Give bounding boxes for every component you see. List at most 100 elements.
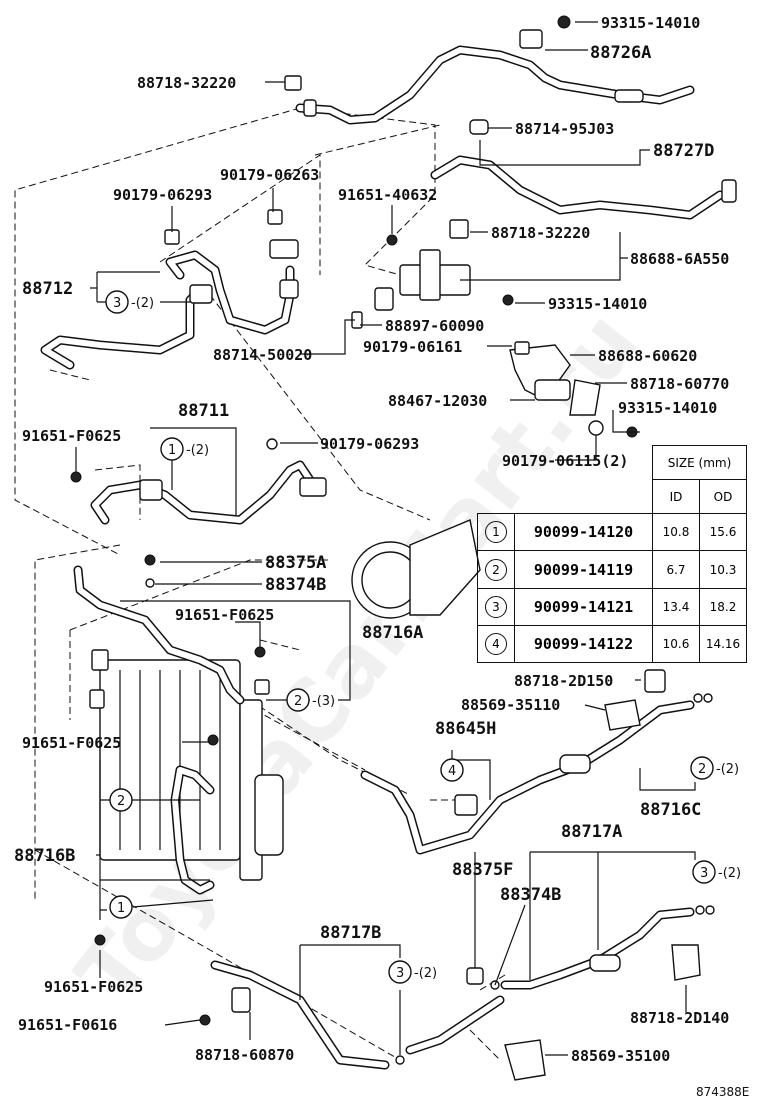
label-88716C: 88716C	[640, 800, 701, 820]
label-88467-12030: 88467-12030	[388, 392, 487, 410]
svg-text:1: 1	[117, 901, 125, 916]
row-id: 10.8	[652, 513, 700, 552]
svg-text:1: 1	[168, 443, 176, 458]
label-88717B: 88717B	[320, 923, 381, 943]
svg-text:3: 3	[113, 296, 121, 311]
pipe-88716B	[94, 765, 215, 946]
condenser	[89, 649, 284, 881]
row-id: 6.7	[652, 550, 700, 589]
pipe-88716A	[73, 565, 270, 705]
label-88688-60620: 88688-60620	[598, 347, 697, 365]
leader-lines	[75, 21, 696, 1056]
label-88645H: 88645H	[435, 719, 496, 739]
svg-text:4: 4	[448, 764, 456, 779]
callout-1-88716B: 1	[109, 895, 133, 919]
hose-88717A	[466, 905, 715, 990]
label-88716A: 88716A	[362, 623, 423, 643]
label-90179-06293-low: 90179-06293	[320, 435, 419, 453]
label-88897-60090: 88897-60090	[385, 317, 484, 335]
label-88716B: 88716B	[14, 846, 75, 866]
label-88718-2D150: 88718-2D150	[514, 672, 613, 690]
row-id: 10.6	[652, 624, 700, 664]
label-90179-06115: 90179-06115(2)	[502, 452, 628, 470]
row-od: 15.6	[699, 513, 747, 552]
callout-3-88712: 3 -(2)	[105, 290, 154, 314]
size-table-header: SIZE (mm)	[652, 444, 747, 481]
row-id: 13.4	[652, 587, 700, 626]
label-88718-32220-top: 88718-32220	[137, 74, 236, 92]
svg-text:3: 3	[396, 966, 404, 981]
compressor	[144, 519, 481, 619]
label-88375A: 88375A	[265, 553, 326, 573]
label-88569-35110: 88569-35110	[461, 696, 560, 714]
svg-text:-(2): -(2)	[414, 966, 437, 981]
svg-text:2: 2	[117, 794, 125, 809]
svg-text:-(2): -(2)	[131, 296, 154, 311]
figure-reference: 874388E	[696, 1085, 749, 1099]
hose-88711	[70, 438, 327, 525]
col-od: OD	[699, 479, 747, 515]
table-row: 3 90099-14121 13.4 18.2	[477, 587, 747, 626]
label-88711: 88711	[178, 401, 229, 421]
pipe-88717B	[199, 960, 546, 1081]
label-88374B-low: 88374B	[500, 885, 561, 905]
table-row: 2 90099-14119 6.7 10.3	[477, 550, 747, 589]
label-88718-60770: 88718-60770	[630, 375, 729, 393]
callout-2-88716A: 2 -(3)	[286, 688, 335, 712]
label-88718-60870: 88718-60870	[195, 1046, 294, 1064]
callout-3-88717B: 3 -(2)	[388, 960, 437, 984]
label-91651-F0625-c: 91651-F0625	[22, 734, 121, 752]
label-91651-F0616: 91651-F0616	[18, 1016, 117, 1034]
callout-1-88711: 1 -(2)	[160, 437, 209, 461]
label-88569-35100: 88569-35100	[571, 1047, 670, 1065]
label-88727D: 88727D	[653, 141, 714, 161]
row-number: 2	[485, 558, 507, 581]
svg-text:-(2): -(2)	[186, 443, 209, 458]
svg-text:2: 2	[294, 694, 302, 709]
row-number: 1	[485, 521, 507, 544]
part-labels: 93315-14010 88726A 88718-32220 88714-95J…	[14, 14, 729, 1065]
pipe-88727D	[430, 119, 737, 220]
row-number: 3	[485, 595, 507, 618]
label-88717A: 88717A	[561, 822, 622, 842]
svg-text:2: 2	[698, 762, 706, 777]
row-code: 90099-14120	[514, 513, 653, 552]
bracket-88688	[351, 219, 638, 438]
size-title: SIZE	[667, 455, 695, 470]
callout-4-88645H: 4	[440, 758, 464, 782]
label-91651-F0625-d: 91651-F0625	[44, 978, 143, 996]
svg-text:-(2): -(2)	[718, 866, 741, 881]
row-od: 10.3	[699, 550, 747, 589]
label-90179-06263: 90179-06263	[220, 166, 319, 184]
row-code: 90099-14121	[514, 587, 653, 626]
label-88688-6A550: 88688-6A550	[630, 250, 729, 268]
label-88718-32220-mid: 88718-32220	[491, 224, 590, 242]
row-number: 4	[485, 632, 507, 655]
label-93315-14010-mid: 93315-14010	[548, 295, 647, 313]
label-90179-06293-top: 90179-06293	[113, 186, 212, 204]
svg-text:3: 3	[700, 866, 708, 881]
callouts: 3 -(2) 1 -(2) 2 -(3) 4 2 -(2) 2 1	[105, 290, 741, 984]
callout-2-88716B: 2	[109, 788, 133, 812]
row-code: 90099-14119	[514, 550, 653, 589]
hose-88716C	[360, 669, 713, 855]
table-row: 1 90099-14120 10.8 15.6	[477, 513, 747, 552]
label-88375F: 88375F	[452, 860, 513, 880]
label-90179-06161: 90179-06161	[363, 338, 462, 356]
pipe-88726A	[284, 15, 695, 125]
svg-text:-(2): -(2)	[716, 762, 739, 777]
col-id: ID	[652, 479, 700, 515]
row-od: 18.2	[699, 587, 747, 626]
label-91651-F0625-a: 91651-F0625	[22, 427, 121, 445]
hose-88712	[40, 209, 299, 370]
label-91651-40632: 91651-40632	[338, 186, 437, 204]
row-code: 90099-14122	[514, 624, 653, 664]
table-row: 4 90099-14122 10.6 14.16	[477, 624, 747, 664]
label-88374B-top: 88374B	[265, 575, 326, 595]
label-88726A: 88726A	[590, 43, 651, 63]
svg-text:-(3): -(3)	[312, 694, 335, 709]
callout-2-88716C: 2 -(2)	[690, 756, 739, 780]
label-93315-14010-top: 93315-14010	[601, 14, 700, 32]
size-unit: (mm)	[698, 455, 732, 470]
